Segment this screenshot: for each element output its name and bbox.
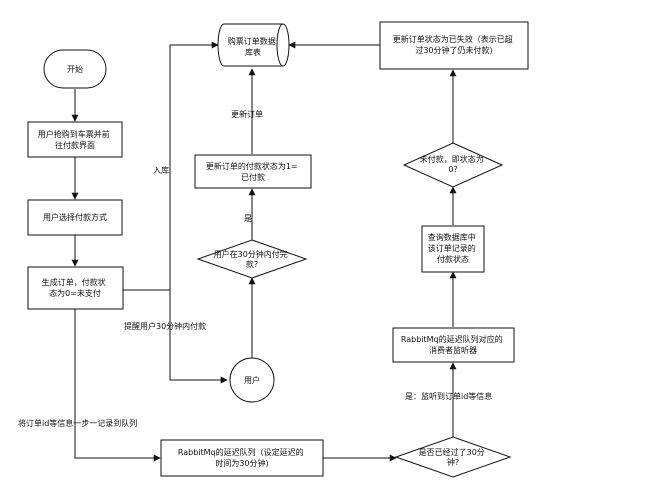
user-label: 用户 [244, 375, 260, 385]
update-expired-line-2: 过30分钟了仍未付款) [415, 45, 492, 55]
svg-text:是: 是 [244, 214, 252, 223]
query-db-line-3: 付款状态 [437, 254, 469, 264]
create-order-line-2: 态为0=未支付 [49, 288, 101, 298]
svg-text:RabbitMq的延迟队列对应的 消费者监听器: RabbitMq的延迟队列对应的 消费者监听器 [401, 334, 505, 355]
paid-within-30-line-2: 款? [246, 259, 258, 269]
update-paid-node: 更新订单的付款状态为1= 已付款 [194, 154, 312, 189]
label-enqueue: 将订单id等信息一步一记录到队列 [18, 418, 137, 428]
svg-text:将订单id等信息一步一记录到队列: 将订单id等信息一步一记录到队列 [18, 418, 137, 428]
over-30-line-1: 是否已经过了30分 [419, 447, 485, 457]
consumer-listener-line-2: 消费者监听器 [429, 345, 477, 355]
over-30-decision: 是否已经过了30分 钟? [394, 436, 512, 478]
start-label: 开始 [67, 64, 83, 74]
svg-text:购票订单数据 库表: 购票订单数据 库表 [228, 36, 279, 57]
label-store: 入库 [153, 165, 169, 175]
svg-text:是否已经过了30分 钟?: 是否已经过了30分 钟? [419, 447, 488, 467]
svg-text:用户在30分钟内付完 款?: 用户在30分钟内付完 款? [214, 249, 291, 269]
query-db-line-2: 该订单记录的 [428, 243, 476, 253]
grab-ticket-line-1: 用户抢购到车票并前 [38, 129, 110, 139]
edge-create-to-user [169, 290, 228, 384]
svg-text:是：监听到订单id等信息: 是：监听到订单id等信息 [405, 391, 492, 401]
user-node: 用户 [229, 357, 275, 403]
svg-text:生成订单，付款状 态为0=未支付: 生成订单，付款状 态为0=未支付 [42, 277, 109, 298]
label-update-order: 更新订单 [231, 109, 263, 119]
grab-ticket-node: 用户抢购到车票并前 往付款界面 [27, 121, 123, 158]
update-paid-line-1: 更新订单的付款状态为1= [206, 161, 298, 171]
svg-text:查询数据库中 该订单记录的 付款状态: 查询数据库中 该订单记录的 付款状态 [428, 232, 479, 264]
edges [71, 41, 457, 462]
choose-payment-node: 用户选择付款方式 [27, 199, 123, 236]
edge-create-to-queue [74, 308, 161, 462]
svg-text:用户: 用户 [244, 375, 260, 385]
update-paid-line-2: 已付款 [241, 172, 265, 182]
svg-text:未付款，即状态为 0?: 未付款，即状态为 0? [420, 154, 487, 174]
svg-text:入库: 入库 [153, 165, 169, 175]
consumer-listener-line-1: RabbitMq的延迟队列对应的 [401, 334, 503, 344]
update-expired-node: 更新订单状态为已失效（表示已超 过30分钟了仍未付款) [379, 21, 529, 70]
consumer-listener-node: RabbitMq的延迟队列对应的 消费者监听器 [392, 327, 515, 363]
paid-within-30-line-1: 用户在30分钟内付完 [214, 249, 288, 259]
svg-text:RabbitMq的延迟队列（设定延迟的 时间为3: RabbitMq的延迟队列（设定延迟的 时间为30分钟) [178, 447, 306, 468]
svg-text:更新订单状态为已失效（表示已超 过30分钟了仍未: 更新订单状态为已失效（表示已超 过30分钟了仍未付款) [393, 34, 516, 55]
unpaid-check-line-2: 0? [448, 165, 457, 174]
label-yes: 是 [244, 214, 252, 223]
svg-text:更新订单: 更新订单 [231, 109, 263, 119]
edge-create-to-database [123, 41, 219, 291]
create-order-line-1: 生成订单，付款状 [42, 277, 106, 287]
over-30-line-2: 钟? [447, 457, 459, 467]
query-db-node: 查询数据库中 该订单记录的 付款状态 [421, 225, 485, 273]
start-node: 开始 [43, 49, 107, 89]
database-node: 购票订单数据 库表 [217, 23, 290, 67]
update-expired-line-1: 更新订单状态为已失效（表示已超 [393, 34, 513, 44]
delay-queue-line-1: RabbitMq的延迟队列（设定延迟的 [178, 447, 304, 457]
label-listen: 是：监听到订单id等信息 [405, 391, 492, 401]
unpaid-check-line-1: 未付款，即状态为 [420, 154, 484, 164]
svg-text:更新订单的付款状态为1= 已付款: 更新订单的付款状态为1= 已付款 [206, 161, 300, 182]
svg-text:用户选择付款方式: 用户选择付款方式 [43, 212, 107, 222]
svg-text:提醒用户30分钟内付款: 提醒用户30分钟内付款 [124, 321, 206, 331]
svg-text:用户抢购到车票并前 往付款界面: 用户抢购到车票并前 往付款界面 [38, 129, 113, 150]
edge-labels: 入库 更新订单 是 提醒用户30分钟内付款 将订单id等信息一步一记录到队列 是… [18, 109, 492, 428]
unpaid-check-decision: 未付款，即状态为 0? [402, 142, 504, 188]
database-line-1: 购票订单数据 [228, 36, 276, 46]
grab-ticket-line-2: 往付款界面 [55, 140, 95, 150]
database-line-2: 库表 [245, 47, 261, 57]
delay-queue-node: RabbitMq的延迟队列（设定延迟的 时间为30分钟) [160, 439, 324, 477]
query-db-line-1: 查询数据库中 [428, 232, 476, 242]
choose-payment-label: 用户选择付款方式 [43, 212, 107, 222]
label-remind: 提醒用户30分钟内付款 [124, 321, 206, 331]
paid-within-30-decision: 用户在30分钟内付完 款? [196, 239, 308, 279]
create-order-node: 生成订单，付款状 态为0=未支付 [27, 266, 124, 310]
delay-queue-line-2: 时间为30分钟) [215, 458, 268, 468]
svg-text:开始: 开始 [67, 64, 83, 74]
